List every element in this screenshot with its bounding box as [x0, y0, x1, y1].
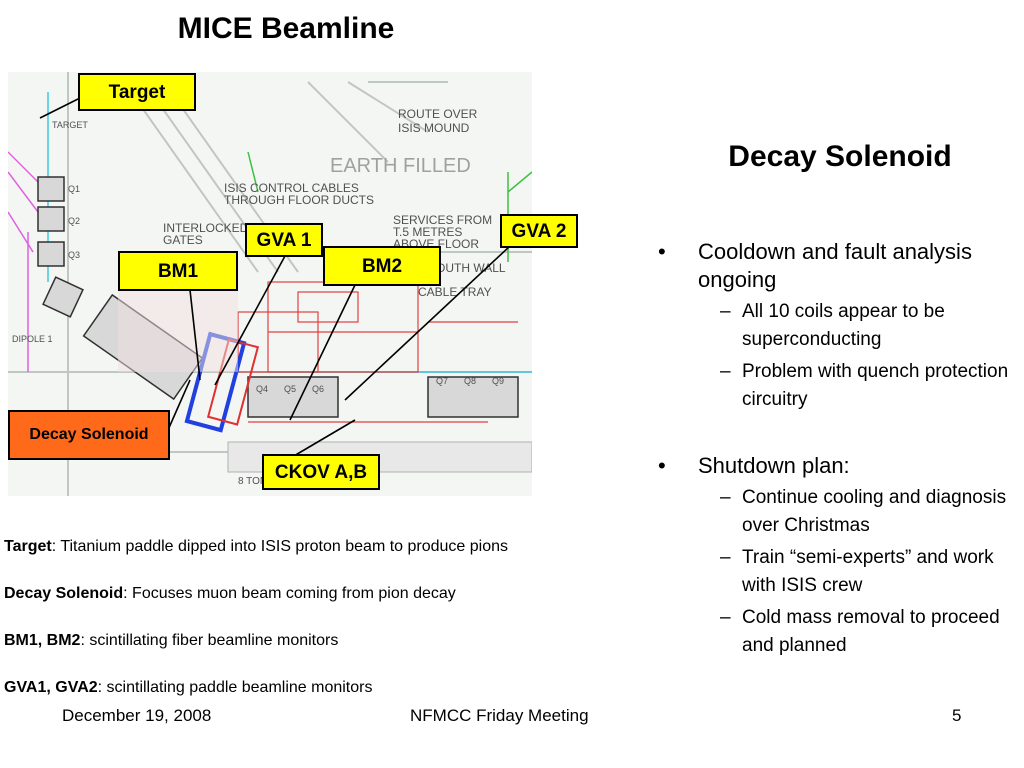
label-q3: Q3 — [68, 250, 80, 260]
bullet-text: Cooldown and fault analysis ongoing — [698, 239, 972, 292]
sub-bullet-item: – All 10 coils appear to be superconduct… — [658, 298, 1018, 354]
label-ton: 8 TON UN — [238, 476, 284, 487]
sub-bullet-mark: – — [720, 607, 731, 628]
note-gva: GVA1, GVA2: scintillating paddle beamlin… — [4, 679, 644, 726]
sub-bullet-text: Cold mass removal to proceed and planned — [742, 607, 1000, 656]
label-q5: Q5 — [284, 384, 296, 394]
bullet-mark: • — [658, 239, 666, 264]
label-route-2: ISIS MOUND — [398, 121, 470, 135]
label-isis-control-2: THROUGH FLOOR DUCTS — [224, 193, 374, 207]
sub-bullet-mark: – — [720, 301, 731, 322]
bullet-item: • Cooldown and fault analysis ongoing — [658, 238, 1018, 294]
note-text: : Focuses muon beam coming from pion dec… — [123, 585, 456, 602]
label-isis-control: ISIS CONTROL CABLES — [224, 181, 359, 195]
label-interlocked: INTERLOCKED — [163, 221, 249, 235]
label-earth: EARTH FILLED — [330, 155, 471, 177]
sub-bullet-mark: – — [720, 487, 731, 508]
label-interlocked-2: GATES — [163, 233, 203, 247]
callout-bm2: BM2 — [323, 246, 441, 286]
note-text: : scintillating paddle beamline monitors — [97, 679, 373, 696]
slide-subtitle: Decay Solenoid — [728, 140, 952, 173]
sub-bullet-text: Problem with quench protection circuitry — [742, 361, 1009, 410]
callout-target: Target — [78, 73, 196, 111]
callout-ckov: CKOV A,B — [262, 454, 380, 490]
note-term: Target — [4, 538, 52, 555]
bullet-text: Shutdown plan: — [698, 453, 850, 478]
label-route: ROUTE OVER — [398, 107, 478, 121]
page-number: 5 — [952, 706, 962, 725]
sub-bullet-mark: – — [720, 361, 731, 382]
label-services: SERVICES FROM — [393, 213, 492, 227]
label-q4: Q4 — [256, 384, 268, 394]
sub-bullet-text: Train “semi-experts” and work with ISIS … — [742, 547, 994, 596]
label-target-small: TARGET — [52, 120, 88, 130]
sub-bullet-item: – Cold mass removal to proceed and plann… — [658, 604, 1018, 660]
sub-bullet-text: Continue cooling and diagnosis over Chri… — [742, 487, 1007, 536]
bullet-item: • Shutdown plan: — [658, 452, 1018, 480]
footer-meeting: NFMCC Friday Meeting — [410, 706, 589, 725]
callout-gva2: GVA 2 — [500, 214, 578, 248]
callout-bm1: BM1 — [118, 251, 238, 291]
label-q7: Q7 — [436, 376, 448, 386]
sub-bullet-item: – Continue cooling and diagnosis over Ch… — [658, 484, 1018, 540]
bullet-mark: • — [658, 453, 666, 478]
label-services-2: T.5 METRES — [393, 225, 462, 239]
note-decay-solenoid: Decay Solenoid: Focuses muon beam coming… — [4, 585, 644, 632]
footer-date: December 19, 2008 — [62, 706, 212, 725]
label-cable-tray: CABLE TRAY — [418, 285, 492, 299]
bullet-list: • Cooldown and fault analysis ongoing – … — [658, 238, 1018, 664]
note-term: BM1, BM2 — [4, 632, 81, 649]
legend-notes: Target: Titanium paddle dipped into ISIS… — [4, 538, 644, 726]
note-term: Decay Solenoid — [4, 585, 124, 602]
note-bm: BM1, BM2: scintillating fiber beamline m… — [4, 632, 644, 679]
note-term: GVA1, GVA2 — [4, 679, 98, 696]
label-q9: Q9 — [492, 376, 504, 386]
callout-decay-solenoid: Decay Solenoid — [8, 410, 170, 460]
label-q2: Q2 — [68, 216, 80, 226]
note-text: : scintillating fiber beamline monitors — [80, 632, 339, 649]
sub-bullet-text: All 10 coils appear to be superconductin… — [742, 301, 945, 350]
label-q1: Q1 — [68, 184, 80, 194]
sub-bullet-mark: – — [720, 547, 731, 568]
callout-gva1: GVA 1 — [245, 223, 323, 257]
note-target: Target: Titanium paddle dipped into ISIS… — [4, 538, 644, 585]
label-dipole: DIPOLE 1 — [12, 334, 53, 344]
slide-title: MICE Beamline — [177, 12, 395, 45]
note-text: : Titanium paddle dipped into ISIS proto… — [51, 538, 509, 555]
label-q6: Q6 — [312, 384, 324, 394]
sub-bullet-item: – Train “semi-experts” and work with ISI… — [658, 544, 1018, 600]
sub-bullet-item: – Problem with quench protection circuit… — [658, 358, 1018, 414]
label-q8: Q8 — [464, 376, 476, 386]
